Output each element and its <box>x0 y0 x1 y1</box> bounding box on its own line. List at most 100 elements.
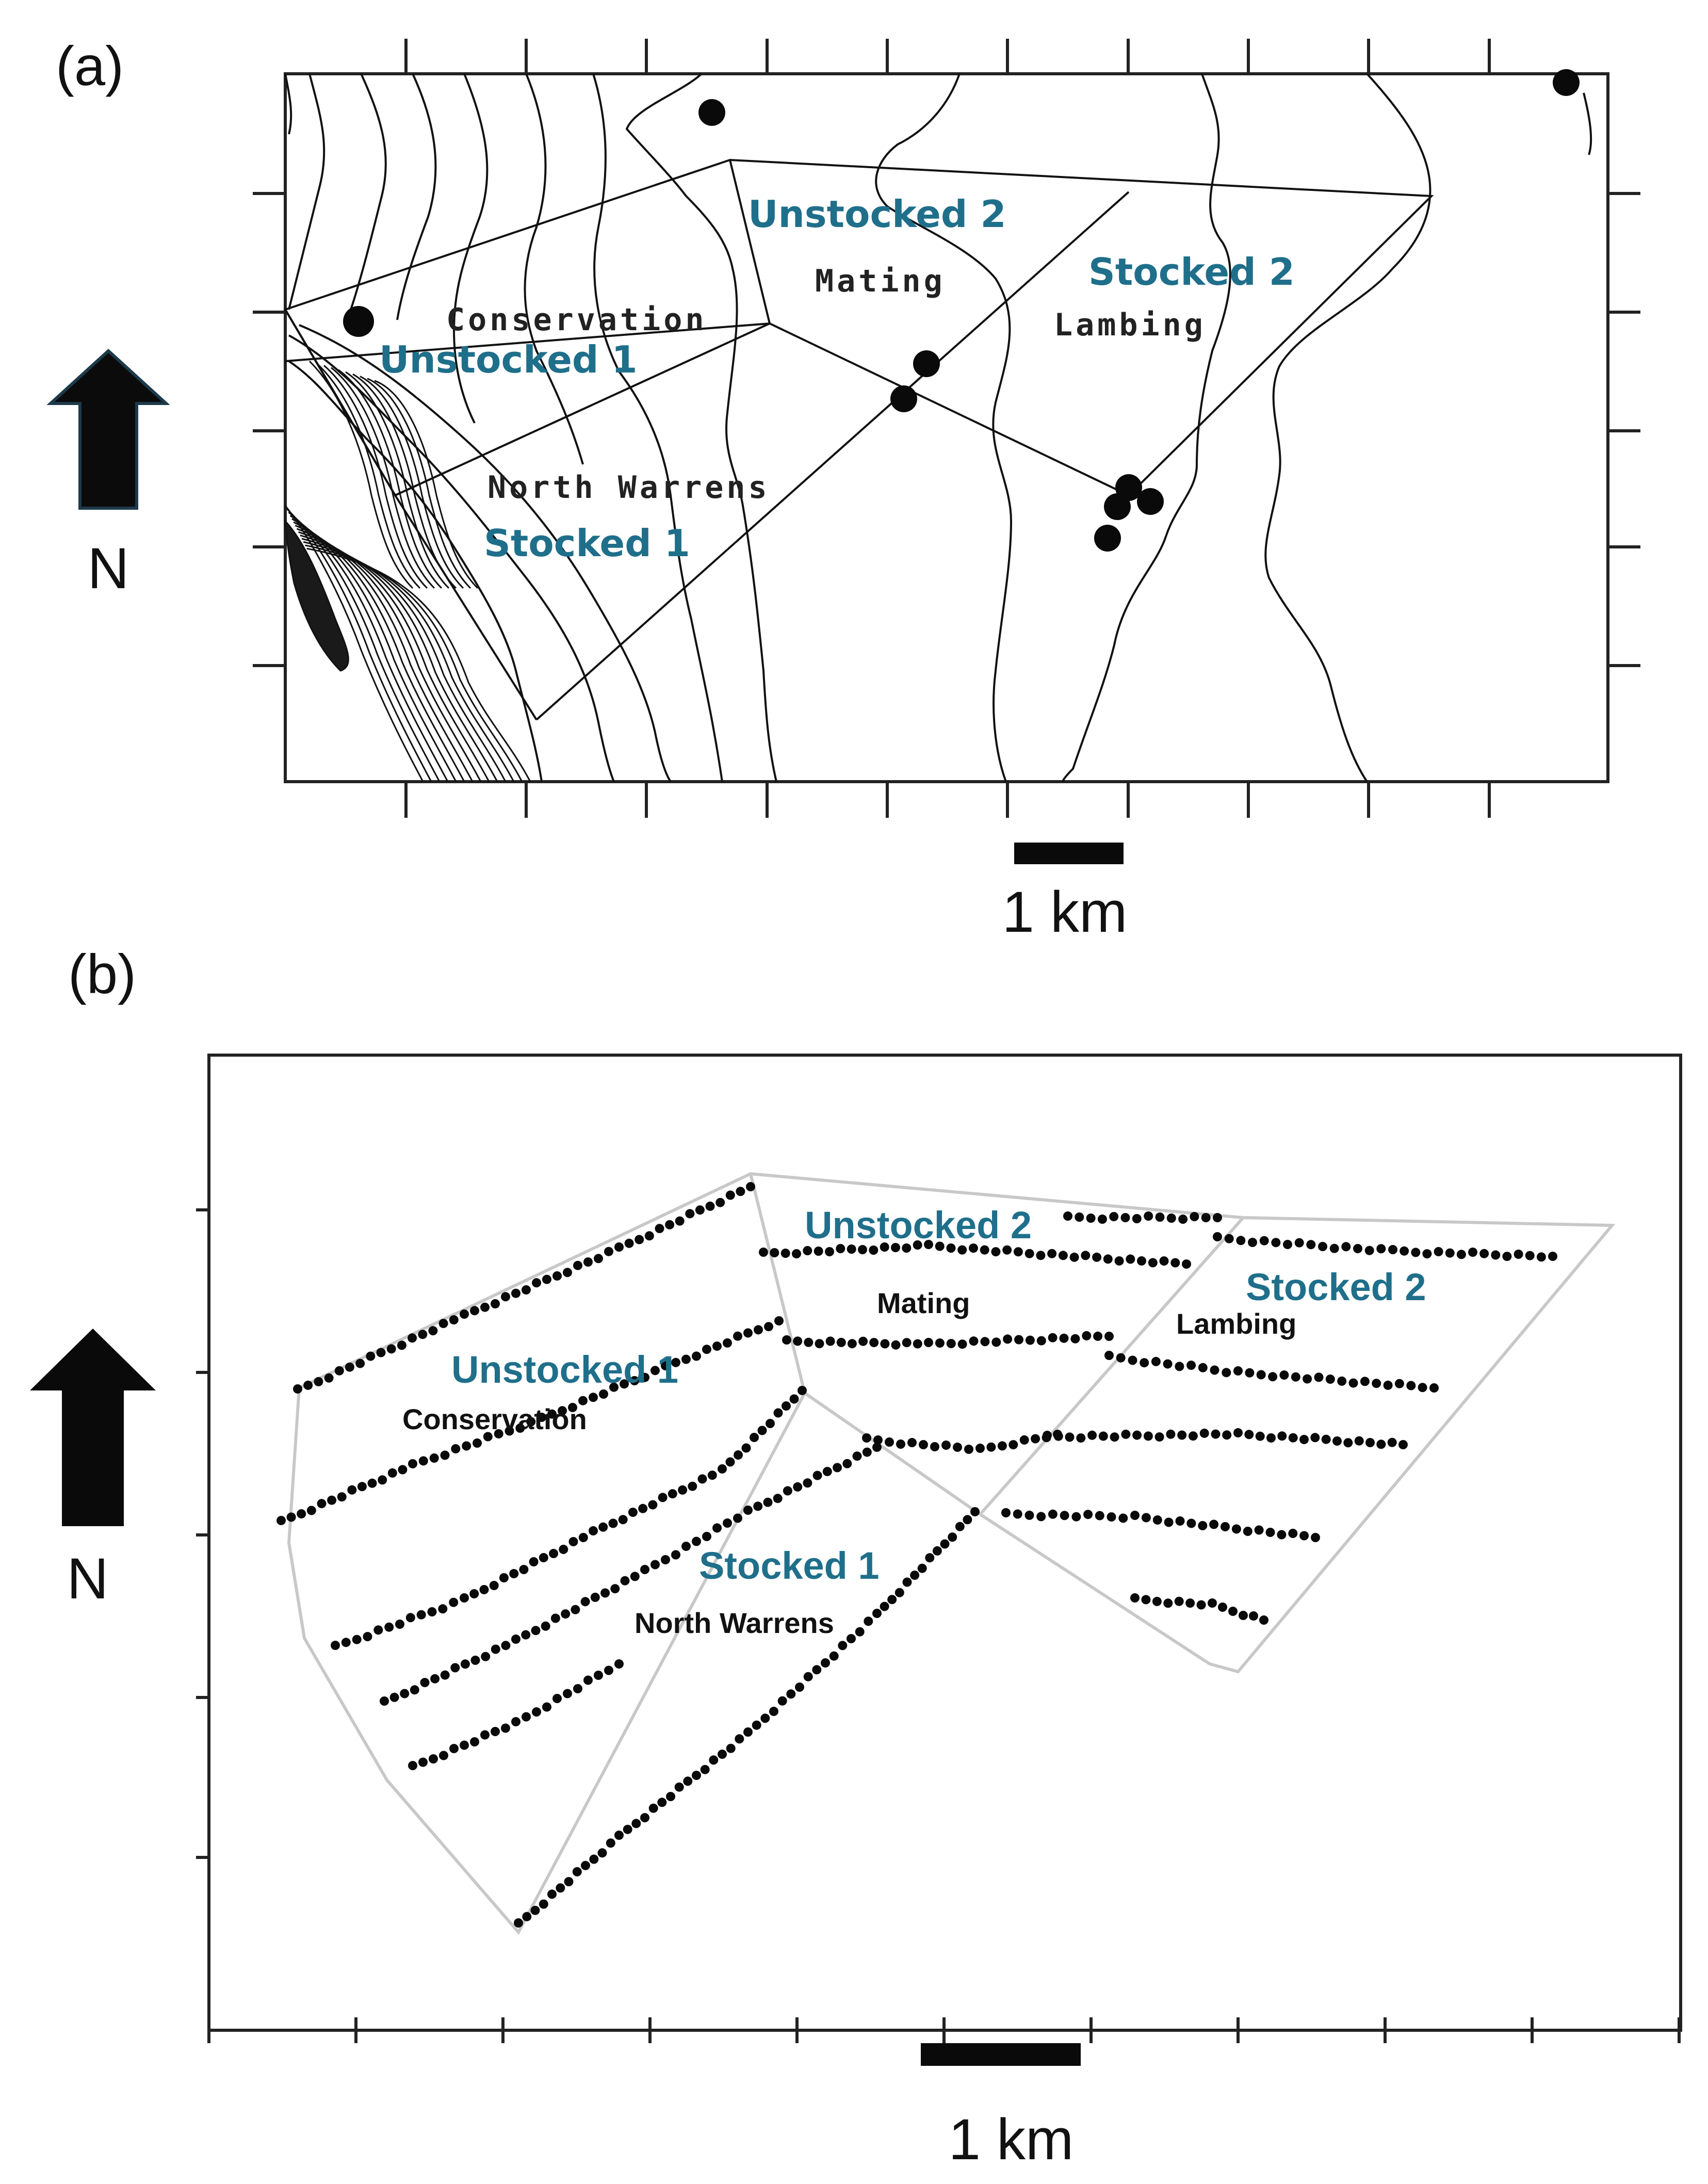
dense-contour <box>316 363 421 589</box>
transect-point <box>754 1325 763 1335</box>
transect-point <box>1109 1212 1119 1221</box>
transect-point <box>483 1432 493 1442</box>
transect-point <box>675 1216 685 1226</box>
transect-point <box>1376 1439 1386 1449</box>
transect-point <box>1445 1248 1455 1258</box>
transect-point <box>581 1861 590 1870</box>
transect-point <box>473 1438 482 1448</box>
transect-point <box>1291 1372 1300 1382</box>
transect-point <box>614 1831 624 1840</box>
transect-point <box>522 1912 532 1921</box>
transect-point <box>924 1240 933 1249</box>
contour-line <box>350 73 387 310</box>
dense-contour <box>306 547 531 782</box>
contour-line <box>299 324 672 783</box>
transect-point <box>438 1604 448 1614</box>
zone-label-stocked-1-b: Stocked 1 <box>699 1544 880 1587</box>
transect-point <box>723 1338 732 1348</box>
transect-point <box>786 1689 796 1699</box>
transect-point <box>640 1813 649 1822</box>
transect-point <box>1126 1254 1135 1264</box>
transect-point <box>480 1302 490 1312</box>
transect-point <box>610 1584 620 1594</box>
transect-point <box>685 1209 695 1219</box>
transect-point <box>822 1467 832 1477</box>
transect-point <box>1210 1365 1219 1375</box>
transect-point <box>1151 1356 1161 1366</box>
transect-point <box>885 1437 894 1447</box>
transect-point <box>692 1351 701 1361</box>
transect-point <box>1422 1249 1432 1259</box>
transect-point <box>1332 1436 1342 1446</box>
transect-point <box>957 1245 967 1255</box>
transect-point <box>702 1532 711 1541</box>
transect-point <box>975 1444 985 1453</box>
transect-point <box>494 1429 503 1438</box>
transect-point <box>624 1238 634 1248</box>
transect-point <box>783 1486 792 1496</box>
transect-point <box>514 1918 523 1928</box>
transect-point <box>1048 1333 1058 1342</box>
transect-point <box>303 1380 313 1390</box>
transect-point <box>1387 1437 1397 1447</box>
transect-point <box>521 1630 531 1640</box>
transect-point <box>782 1335 791 1345</box>
transect-point <box>969 1243 978 1253</box>
scale-bar-a <box>1014 843 1124 864</box>
contour-line <box>288 334 615 782</box>
transect-point <box>460 1593 469 1603</box>
transect-point <box>1095 1511 1104 1520</box>
transect-point <box>559 1545 568 1554</box>
transect-point <box>1024 1249 1034 1258</box>
transect-point <box>594 1254 603 1264</box>
transect-point <box>640 1372 649 1382</box>
contour-line <box>1062 73 1231 782</box>
transect-point <box>736 1187 745 1196</box>
area-label-north-warrens-b: North Warrens <box>635 1607 834 1639</box>
transect-point <box>1268 1372 1278 1382</box>
transect-point <box>440 1670 450 1680</box>
transect-point <box>1394 1379 1404 1388</box>
transect-point <box>1043 1431 1052 1440</box>
transect-point <box>1036 1336 1046 1346</box>
sample-point <box>343 306 374 337</box>
transect-point <box>532 1707 541 1717</box>
panel-a-label: (a) <box>56 35 124 97</box>
transect-point <box>572 1867 582 1876</box>
transect-point <box>650 1560 660 1570</box>
transect-point <box>725 1190 735 1200</box>
transect-point <box>760 1713 770 1723</box>
map-a-frame <box>284 72 1609 783</box>
transect-point <box>1255 1431 1265 1441</box>
transect-point <box>1093 1331 1103 1341</box>
transect-point <box>1468 1248 1477 1257</box>
transect-point <box>733 1331 742 1341</box>
transect-point <box>1303 1374 1312 1384</box>
map-a-sample-points <box>343 69 1580 552</box>
transect-point <box>1069 1252 1079 1262</box>
transect-point <box>812 1665 822 1675</box>
transect-point <box>836 1244 845 1253</box>
sample-point <box>1094 525 1121 552</box>
transect-point <box>583 1257 593 1267</box>
transect-point <box>1063 1211 1072 1221</box>
transect-point <box>902 1243 912 1253</box>
transect-point <box>1265 1528 1275 1537</box>
transect-point <box>568 1403 577 1412</box>
transect-point <box>1060 1511 1069 1520</box>
transect-point <box>450 1663 460 1673</box>
transect-point <box>564 1877 574 1886</box>
transect-point <box>743 1328 753 1338</box>
contour-line <box>875 73 1013 782</box>
transect-point <box>1288 1529 1298 1538</box>
transect-point <box>427 1607 437 1616</box>
transect-point <box>429 1754 438 1764</box>
transect-point <box>665 1220 675 1229</box>
contour-line <box>452 73 489 424</box>
transect-point <box>1536 1252 1546 1262</box>
transect-point <box>1479 1249 1489 1258</box>
zone-label-stocked-2-b: Stocked 2 <box>1246 1266 1426 1308</box>
transect-point <box>655 1224 664 1234</box>
transect-point <box>618 1515 628 1525</box>
transect-point <box>1243 1527 1252 1536</box>
